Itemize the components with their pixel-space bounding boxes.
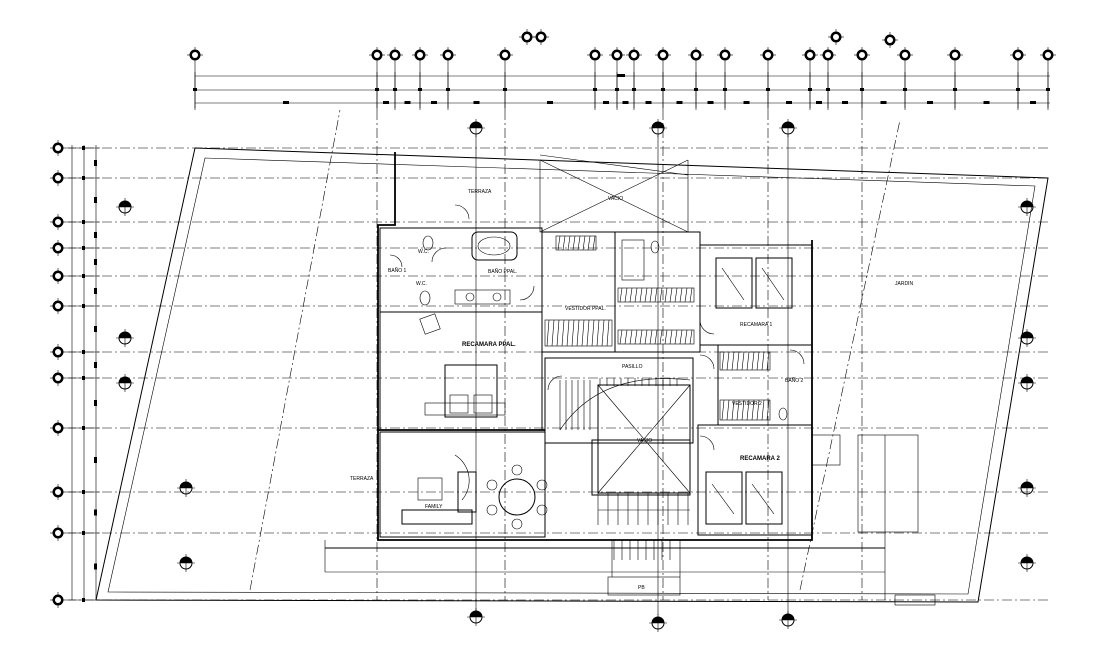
axis-bubble-top [828,29,844,45]
axis-bubble-top [947,47,963,110]
lot-boundary [95,109,1049,603]
axis-bubble-top [760,47,776,110]
axis-bubbles-top [187,29,1056,110]
axis-bubble-top [655,47,671,110]
section-marker [177,479,195,497]
axis-bubble-top [626,47,642,110]
label-family: FAMILY [425,504,443,510]
left-dimension-lines [68,145,100,602]
section-marker [649,119,667,137]
label-recamara-ppal: RECAMARA PPAL. [462,342,516,348]
axis-bubble-top [387,47,403,110]
axis-bubble-top [897,47,913,110]
label-bano-1: BAÑO 1 [388,267,407,274]
label-pb: PB [638,585,645,591]
building-outline [377,152,919,541]
label-recamara-2: RECAMARA 2 [740,456,780,462]
axis-bubble-left [50,484,66,500]
section-marker [1018,479,1036,497]
section-marker [116,374,134,392]
axis-bubble-left [50,370,66,386]
section-marker [116,198,134,216]
axis-bubble-top [1040,47,1056,110]
section-marker [116,329,134,347]
section-marker [779,611,797,629]
section-marker [467,119,485,137]
label-vestidor-2: VESTIDOR 2 [732,401,762,407]
axis-bubble-top [882,32,898,48]
axis-bubble-left [50,268,66,284]
axis-bubble-top [609,47,625,110]
axis-bubble-top [1010,47,1026,110]
section-marker [649,614,667,632]
label-jardin: JARDIN [895,281,913,287]
axis-bubble-top [820,47,836,110]
axis-bubble-left [50,140,66,156]
section-marker [177,554,195,572]
label-recamara-1: RECAMARA 1 [740,322,772,328]
stair-void [559,378,691,525]
door-swings [389,204,805,501]
top-dimension-lines [193,72,1050,108]
section-marker [1018,554,1036,572]
label-vestidor-ppal: VESTIDOR PPAL. [565,306,606,312]
axis-bubble-top [519,29,535,45]
axis-bubble-left [50,170,66,186]
furniture [401,231,793,596]
label-terraza-bottom: TERRAZA [350,476,374,482]
section-marker [1018,374,1036,392]
label-vacio-stair: VACIO [637,438,652,444]
axis-bubble-top [497,47,513,110]
section-marker [779,119,797,137]
axis-bubble-top [533,29,549,45]
label-vacio-top: VACIO [608,196,623,202]
site-lines [324,435,936,606]
axis-bubble-top [369,47,385,110]
axis-bubble-top [440,47,456,110]
axis-bubble-top [802,47,818,110]
label-terraza-top: TERRAZA [468,189,492,195]
axis-bubble-top [854,47,870,110]
axis-bubbles-inner [116,119,1036,632]
label-bano-2: BAÑO 2 [785,377,804,384]
axis-bubble-top [717,47,733,110]
axis-bubble-left [50,525,66,541]
axis-bubble-top [587,47,603,110]
axis-bubbles-left [50,140,66,608]
label-bano-ppal: BAÑO PPAL. [488,268,517,275]
axis-bubble-left [50,214,66,230]
axis-bubble-top [187,47,203,110]
axis-bubble-left [50,420,66,436]
axis-bubble-left [50,592,66,608]
room-labels: TERRAZA W.C. W.C. BAÑO 1 BAÑO PPAL. VEST… [350,189,913,591]
axis-bubble-top [412,47,428,110]
axis-bubble-left [50,344,66,360]
axis-bubble-left [50,298,66,314]
axis-bubble-top [688,47,704,110]
axis-bubble-left [50,240,66,256]
label-pasillo: PASILLO [622,364,643,370]
section-marker [467,608,485,626]
label-wc-2: W.C. [416,281,427,287]
section-marker [1018,329,1036,347]
label-wc-1: W.C. [418,249,429,255]
section-marker [1018,198,1036,216]
